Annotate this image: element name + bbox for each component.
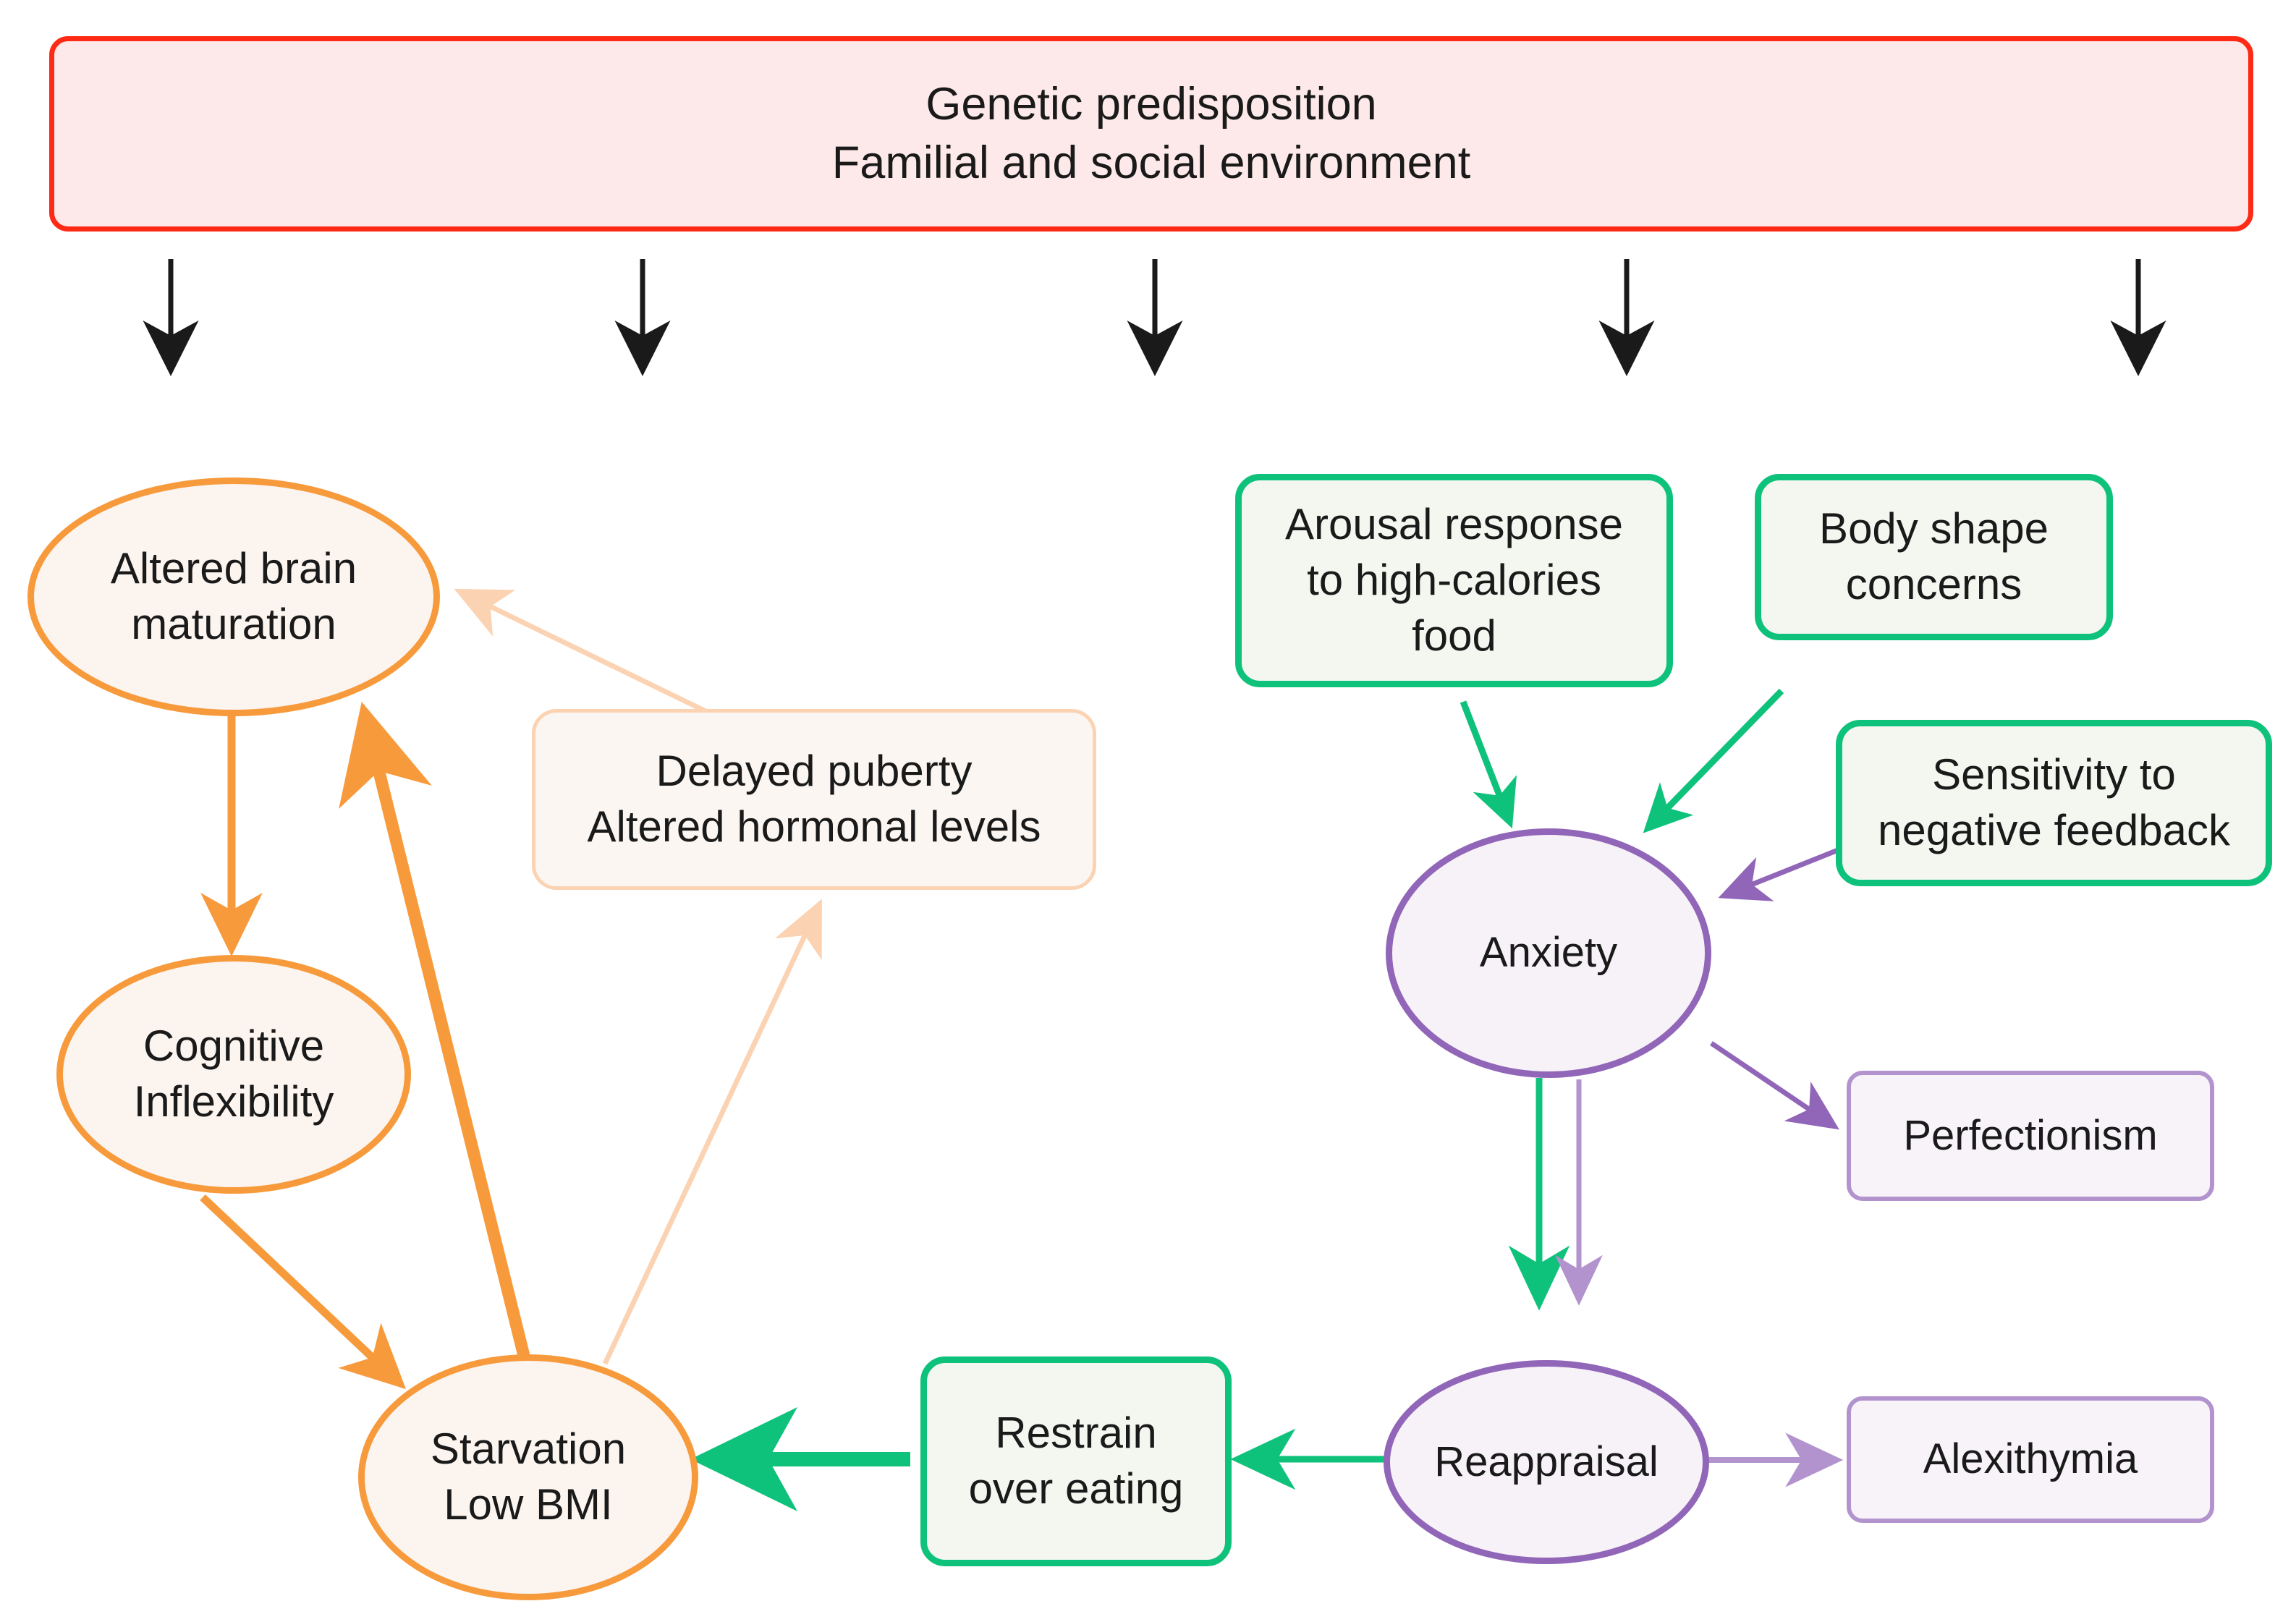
edge-arousal-to-anxiety (1460, 700, 1517, 829)
edge-body-shape-to-anxiety (1643, 688, 1784, 833)
node-label: Starvation Low BMI (430, 1424, 627, 1529)
node-restrain-over-eating[interactable]: Restrain over eating (920, 1356, 1232, 1566)
edge-starvation-to-delayed-puberty (602, 899, 822, 1365)
node-altered-brain-maturation[interactable]: Altered brain maturation (27, 477, 440, 716)
node-sensitivity-negative-feedback[interactable]: Sensitivity to negative feedback (1836, 720, 2272, 886)
node-genetic-predisposition[interactable]: Genetic predisposition Familial and soci… (49, 36, 2253, 232)
edge-sensitivity-to-anxiety (1718, 847, 1839, 901)
node-label: Cognitive Inflexibility (133, 1022, 334, 1126)
edge-cognitive-to-starvation (200, 1194, 407, 1390)
node-starvation-low-bmi[interactable]: Starvation Low BMI (358, 1354, 698, 1600)
node-label: Genetic predisposition Familial and soci… (831, 79, 1471, 188)
node-cognitive-inflexibility[interactable]: Cognitive Inflexibility (56, 955, 411, 1194)
node-label: Arousal response to high-calories food (1285, 500, 1623, 660)
node-label: Anxiety (1479, 929, 1618, 977)
node-label: Restrain over eating (968, 1409, 1184, 1513)
node-reappraisal[interactable]: Reappraisal (1384, 1360, 1709, 1564)
node-label: Sensitivity to negative feedback (1877, 750, 2231, 854)
node-alexithymia[interactable]: Alexithymia (1847, 1396, 2214, 1523)
node-label: Reappraisal (1434, 1438, 1659, 1485)
node-label: Perfectionism (1903, 1111, 2158, 1159)
node-label: Delayed puberty Altered hormonal levels (587, 747, 1041, 851)
node-perfectionism[interactable]: Perfectionism (1847, 1071, 2214, 1201)
node-delayed-puberty[interactable]: Delayed puberty Altered hormonal levels (532, 709, 1096, 890)
node-label: Body shape concerns (1819, 504, 2049, 608)
node-arousal-response[interactable]: Arousal response to high-calories food (1235, 474, 1673, 687)
edge-delayed-puberty-to-brain (454, 588, 732, 726)
node-label: Altered brain maturation (110, 544, 357, 648)
banner-drop-arrows (143, 259, 2166, 376)
node-anxiety[interactable]: Anxiety (1386, 828, 1711, 1078)
edge-anxiety-to-perfectionism (1710, 1041, 1839, 1130)
node-body-shape-concerns[interactable]: Body shape concerns (1755, 474, 2113, 640)
node-label: Alexithymia (1923, 1435, 2138, 1483)
